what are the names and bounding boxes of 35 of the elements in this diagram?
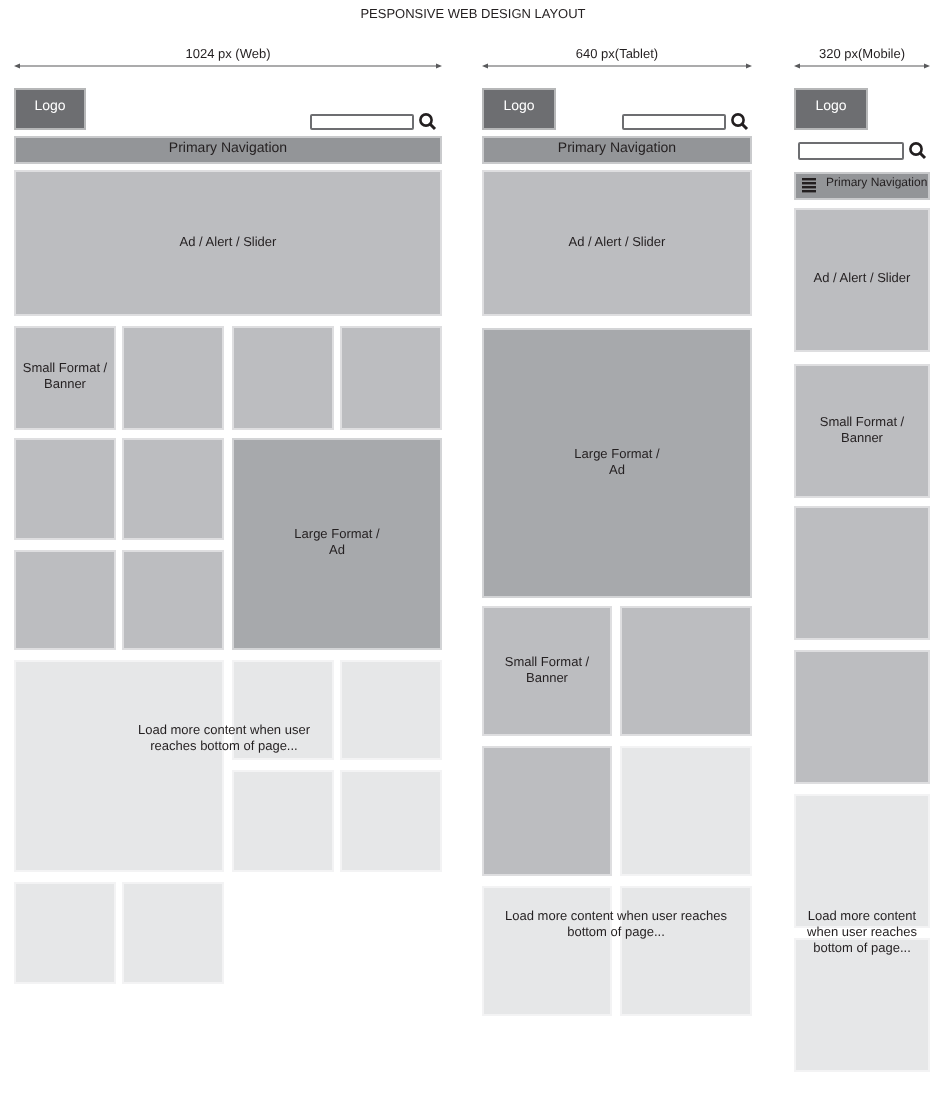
content-tile	[232, 770, 334, 872]
content-tile	[340, 326, 442, 430]
content-tile	[482, 886, 612, 1016]
content-tile	[14, 882, 116, 984]
content-tile	[794, 794, 930, 928]
content-tile	[620, 886, 752, 1016]
navigation-bar	[794, 172, 930, 200]
content-block	[14, 170, 442, 316]
content-block	[482, 606, 612, 736]
content-tile	[232, 326, 334, 430]
content-block	[794, 208, 930, 352]
content-tile	[14, 438, 116, 540]
content-tile	[340, 770, 442, 872]
content-tile	[482, 746, 612, 876]
content-tile	[620, 746, 752, 876]
navigation-bar	[482, 136, 752, 164]
placeholder-block	[14, 88, 86, 130]
placeholder-block	[482, 88, 556, 130]
content-tile	[620, 606, 752, 736]
content-tile	[122, 882, 224, 984]
navigation-bar	[14, 136, 442, 164]
content-tile	[340, 660, 442, 760]
content-block	[482, 170, 752, 316]
content-tile	[122, 438, 224, 540]
content-tile	[794, 506, 930, 640]
content-tile	[794, 938, 930, 1072]
content-block	[14, 326, 116, 430]
content-tile	[14, 550, 116, 650]
content-tile	[122, 326, 224, 430]
content-block	[794, 364, 930, 498]
content-tile	[794, 650, 930, 784]
large-ad-block	[232, 438, 442, 650]
placeholder-block	[794, 88, 868, 130]
content-tile	[122, 550, 224, 650]
large-ad-block	[482, 328, 752, 598]
